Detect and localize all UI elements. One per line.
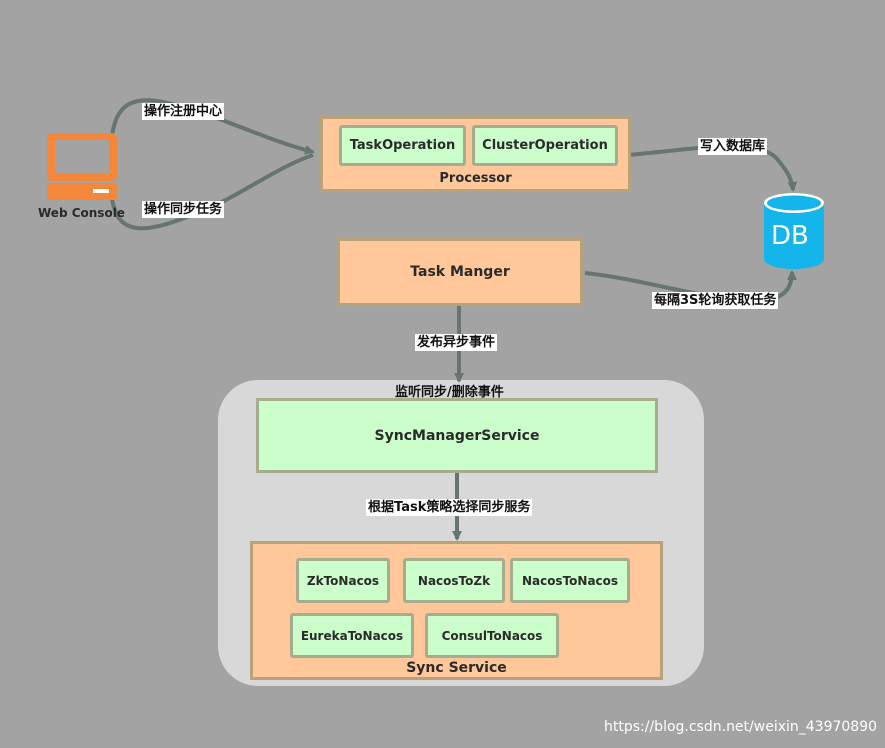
- consul-to-nacos-box: ConsulToNacos: [425, 613, 559, 658]
- edge-label-publish: 发布异步事件: [415, 334, 498, 351]
- processor-label: Processor: [439, 171, 512, 186]
- edge-label-listen: 监听同步/删除事件: [395, 385, 504, 400]
- cluster-operation-box: ClusterOperation: [472, 125, 618, 166]
- computer-icon: [47, 133, 117, 201]
- web-console-label: Web Console: [38, 206, 125, 220]
- task-manager-box: Task Manger: [337, 238, 583, 306]
- edge-label-write-db: 写入数据库: [698, 138, 768, 155]
- watermark-text: https://blog.csdn.net/weixin_43970890: [604, 719, 878, 735]
- sync-service-label: Sync Service: [406, 660, 507, 676]
- nacos-to-nacos-box: NacosToNacos: [510, 558, 630, 603]
- edge-label-choose: 根据Task策略选择同步服务: [366, 499, 533, 516]
- zk-to-nacos-box: ZkToNacos: [296, 558, 390, 603]
- db-label: DB: [771, 221, 809, 251]
- edge-label-register: 操作注册中心: [142, 103, 225, 120]
- edge-write-db: [627, 144, 798, 192]
- nacos-to-zk-box: NacosToZk: [403, 558, 505, 603]
- eureka-to-nacos-box: EurekaToNacos: [290, 613, 414, 658]
- sync-manager-service-box: SyncManagerService: [256, 398, 658, 473]
- edge-label-sync-task: 操作同步任务: [142, 201, 225, 218]
- edge-label-poll: 每隔3S轮询获取任务: [652, 292, 779, 309]
- task-operation-box: TaskOperation: [339, 125, 466, 166]
